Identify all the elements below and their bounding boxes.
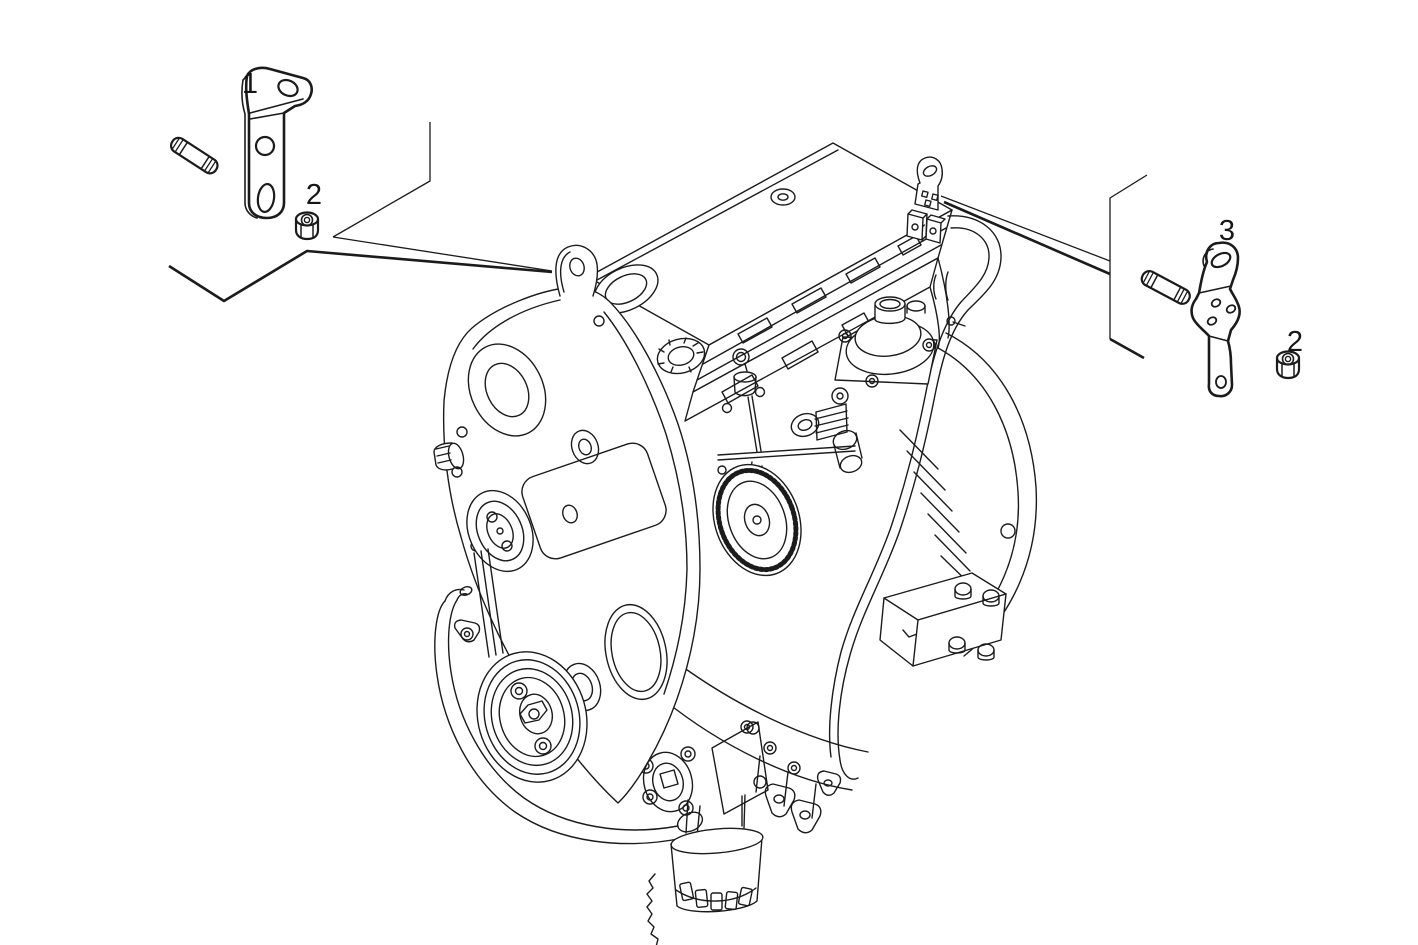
engine-front-accessories — [656, 337, 863, 565]
crank-gear-teeth — [646, 873, 659, 945]
coolant-hose — [828, 215, 1002, 780]
callout1-frame — [332, 122, 431, 238]
part-bracket-front — [241, 66, 314, 220]
part-stud-front — [169, 136, 219, 175]
callout-label-2-rear: 2 — [1287, 326, 1303, 358]
part-nut-front — [294, 211, 320, 241]
engine-mount — [879, 572, 1007, 667]
callout3-frame-end — [1109, 337, 1145, 360]
oil-pan — [663, 661, 869, 834]
part-bracket-rear — [1190, 241, 1241, 398]
callout-leaders — [168, 122, 1148, 360]
callout-labels: 1 2 3 2 — [242, 68, 1303, 358]
callout3-leader-thick — [943, 200, 1111, 276]
alternator-gear — [712, 463, 802, 577]
callout-parts — [169, 66, 1301, 398]
oil-filter — [646, 827, 764, 945]
callout-label-3: 3 — [1219, 215, 1235, 247]
part-nut-rear — [1275, 350, 1301, 380]
callout3-leader-thin — [940, 195, 1111, 262]
pulleys-and-belt — [466, 489, 602, 783]
front-lifting-lug — [555, 244, 599, 297]
callout1-leader-thick — [168, 249, 553, 303]
callout1-leader-thin — [332, 236, 553, 272]
timing-cover — [433, 244, 701, 804]
carburettor — [834, 296, 938, 388]
lower-oil-pipe — [434, 586, 684, 845]
engine-illustration — [433, 142, 1038, 945]
callout3-frame — [1109, 174, 1148, 339]
callout-label-1: 1 — [242, 68, 258, 100]
callout-label-2-front: 2 — [306, 179, 322, 211]
valve-cover — [587, 142, 953, 422]
part-stud-rear — [1140, 269, 1191, 305]
engine-rear-bracket — [906, 156, 946, 244]
